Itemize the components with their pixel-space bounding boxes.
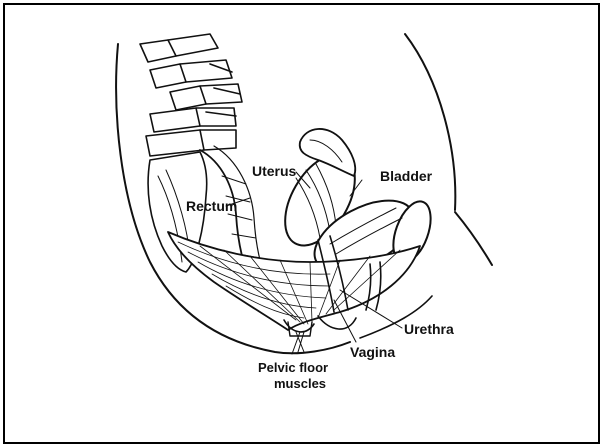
label-uterus: Uterus [252,163,297,179]
label-pelvic-floor-line1: Pelvic floor [258,360,328,375]
label-urethra: Urethra [404,321,454,337]
spine [140,34,242,156]
label-vagina: Vagina [350,344,395,360]
label-bladder: Bladder [380,168,433,184]
label-rectum: Rectum [186,198,237,214]
thigh-outline [455,212,492,265]
label-pelvic-floor-line2: muscles [274,376,326,391]
